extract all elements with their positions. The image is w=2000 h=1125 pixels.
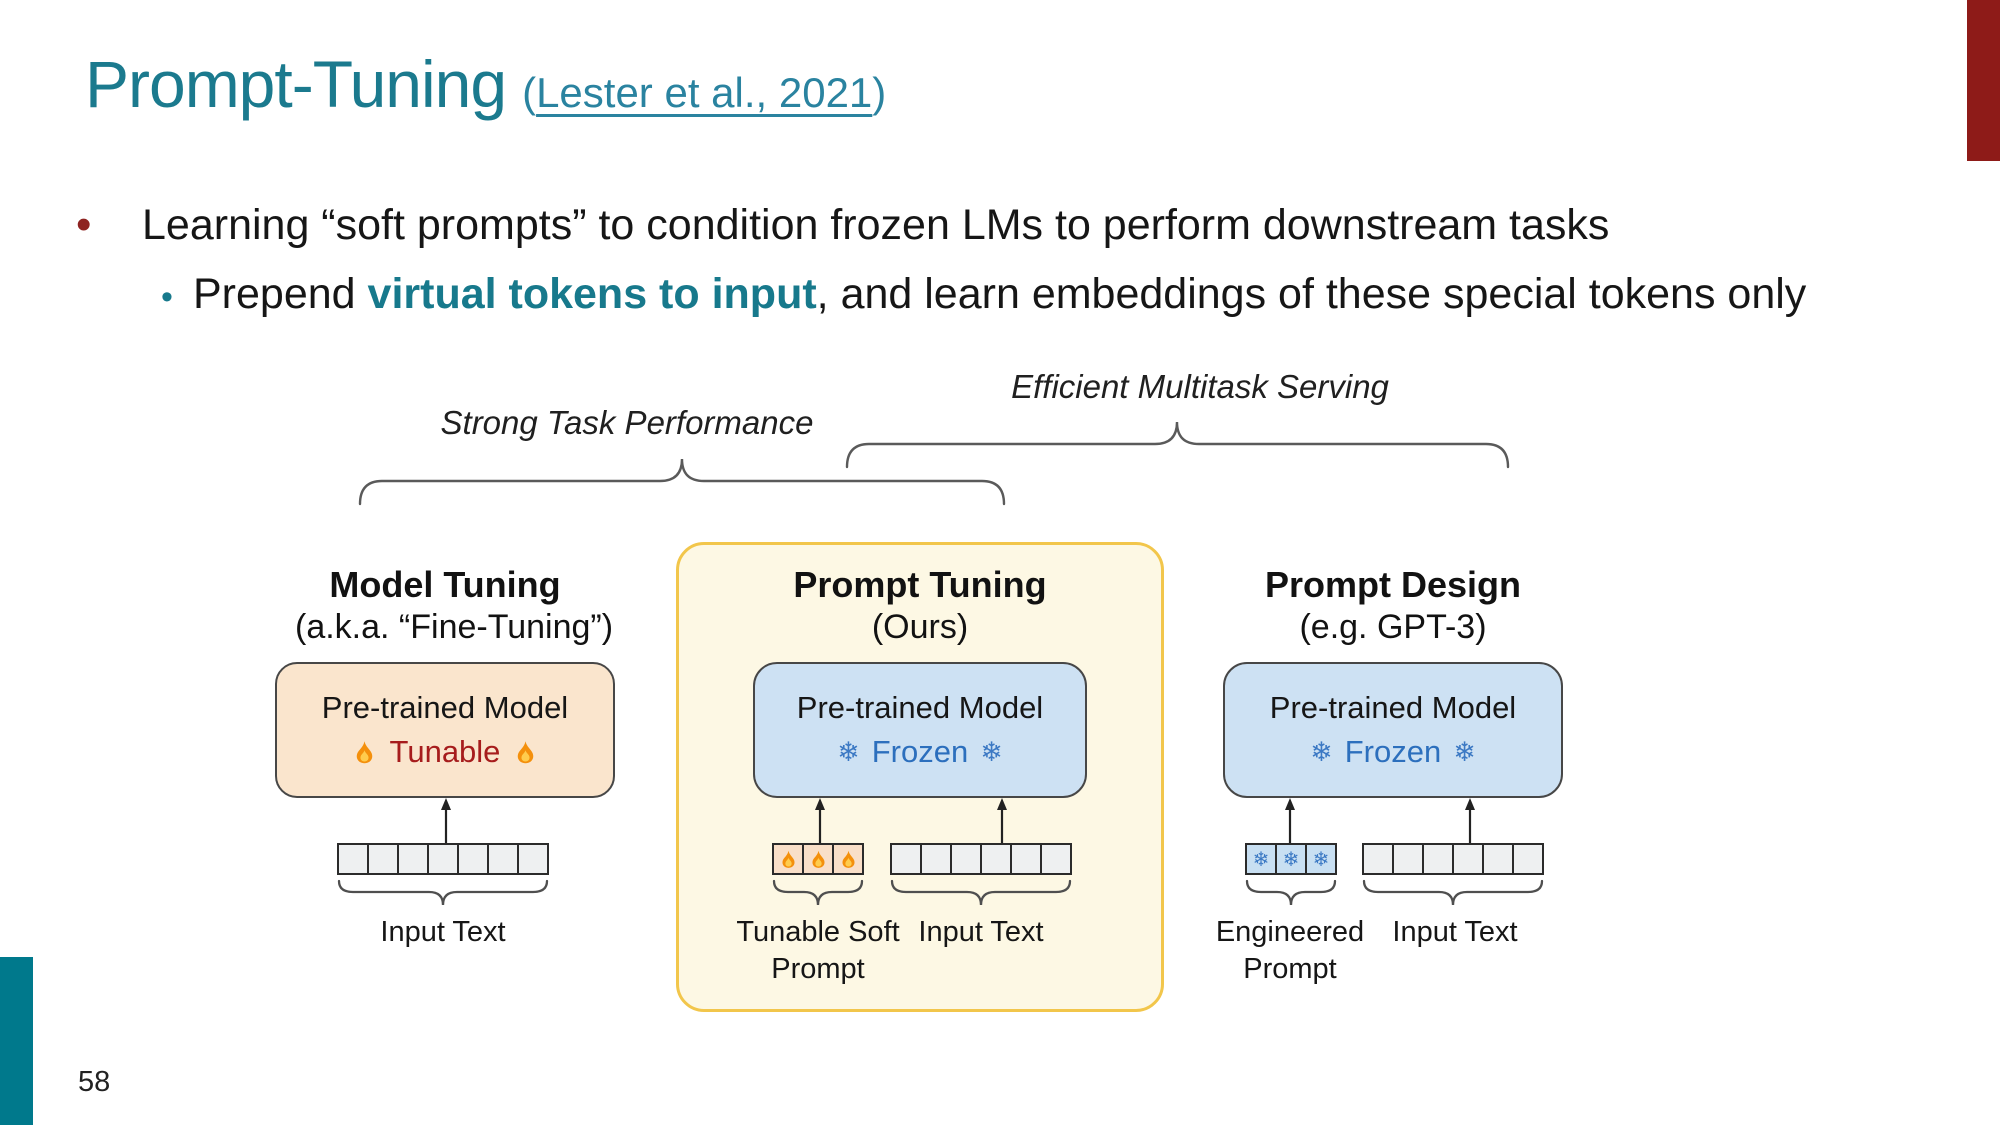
token-cell: [339, 845, 367, 873]
snowflake-icon: ❄: [1312, 847, 1330, 871]
token-cell: [429, 845, 457, 873]
citation-open-paren: (: [522, 69, 537, 116]
snow-token-cell: ❄: [1307, 845, 1335, 873]
model-box-frozen-right: Pre-trained Model ❄ Frozen ❄: [1223, 662, 1563, 798]
overbrace-right: [845, 421, 1510, 469]
input-token-row: [337, 843, 549, 875]
model-box-frozen-center: Pre-trained Model ❄ Frozen ❄: [753, 662, 1087, 798]
token-cell: [489, 845, 517, 873]
accent-bar-bottom-left: [0, 957, 33, 1125]
underbrace: [772, 879, 864, 906]
page-number: 58: [78, 1066, 111, 1098]
token-cell: [1042, 845, 1070, 873]
token-cell: [1012, 845, 1040, 873]
accent-bar-top-right: [1967, 0, 2000, 161]
bullet-level2-highlight: virtual tokens to input: [367, 270, 817, 318]
overbrace-left: [358, 458, 1006, 506]
input-text-label: Input Text: [380, 916, 506, 948]
token-cell: [519, 845, 547, 873]
model-box-tunable: Pre-trained Model Tunable: [275, 662, 615, 798]
snowflake-icon: ❄: [1252, 847, 1270, 871]
frozen-label: Frozen: [1344, 734, 1442, 769]
arrow-up-icon: [812, 797, 828, 844]
fire-token-cell: [774, 845, 802, 873]
token-cell: [952, 845, 980, 873]
snow-token-cell: ❄: [1247, 845, 1275, 873]
fire-icon: [778, 849, 799, 870]
page-title: Prompt-Tuning: [85, 47, 507, 121]
sub-bullet-marker-icon: •: [161, 278, 173, 316]
token-cell: [1364, 845, 1392, 873]
column2-title: Prompt Tuning: [793, 564, 1047, 605]
annotation-efficient-multitask-serving: Efficient Multitask Serving: [1011, 368, 1389, 405]
snowflake-icon: ❄: [1282, 847, 1300, 871]
citation-close-paren: ): [872, 69, 887, 116]
input-text-label: Input Text: [918, 916, 1044, 948]
snowflake-icon: ❄: [1453, 736, 1476, 768]
column1-subtitle: (a.k.a. “Fine-Tuning”): [295, 608, 614, 646]
token-cell: [1394, 845, 1422, 873]
frozen-label: Frozen: [871, 734, 969, 769]
pretrained-model-label: Pre-trained Model: [321, 690, 569, 725]
token-cell: [399, 845, 427, 873]
slide-header: Prompt-Tuning (Lester et al., 2021): [85, 46, 886, 122]
pretrained-model-label: Pre-trained Model: [1269, 690, 1517, 725]
token-cell: [892, 845, 920, 873]
bullet-marker-icon: •: [76, 200, 92, 249]
bullet-level2: Prepend virtual tokens to input, and lea…: [193, 270, 1806, 319]
snow-token-cell: ❄: [1277, 845, 1305, 873]
underbrace: [1362, 879, 1544, 906]
frozen-row: ❄ Frozen ❄: [1310, 734, 1476, 770]
column1-title: Model Tuning: [329, 564, 561, 605]
column2-subtitle: (Ours): [871, 608, 969, 646]
engineered-prompt-token-row: ❄ ❄ ❄: [1245, 843, 1337, 875]
column3-subtitle: (e.g. GPT-3): [1299, 608, 1487, 646]
fire-icon: [838, 849, 859, 870]
fire-token-cell: [834, 845, 862, 873]
input-text-label: Input Text: [1392, 916, 1518, 948]
tunable-label: Tunable: [389, 734, 501, 769]
pretrained-model-label: Pre-trained Model: [796, 690, 1044, 725]
underbrace: [1245, 879, 1337, 906]
citation: (Lester et al., 2021): [522, 69, 886, 117]
bullet-level2-before: Prepend: [193, 270, 368, 318]
frozen-row: ❄ Frozen ❄: [837, 734, 1003, 770]
token-cell: [1514, 845, 1542, 873]
fire-icon: [808, 849, 829, 870]
input-token-row: [1362, 843, 1544, 875]
token-cell: [1484, 845, 1512, 873]
arrow-up-icon: [1462, 797, 1478, 844]
engineered-prompt-label: Engineered Prompt: [1170, 914, 1410, 988]
fire-icon: [512, 739, 539, 766]
underbrace: [337, 879, 549, 906]
annotation-strong-task-performance: Strong Task Performance: [440, 404, 814, 441]
snowflake-icon: ❄: [1310, 736, 1333, 768]
token-cell: [982, 845, 1010, 873]
fire-token-cell: [804, 845, 832, 873]
token-cell: [369, 845, 397, 873]
label-line1: Tunable Soft: [736, 916, 900, 948]
bullet-level2-after: , and learn embeddings of these special …: [816, 270, 1807, 318]
tunable-soft-prompt-label: Tunable Soft Prompt: [698, 914, 938, 988]
column3-title: Prompt Design: [1264, 564, 1522, 605]
arrow-up-icon: [1282, 797, 1298, 844]
label-line2: Prompt: [1243, 953, 1337, 985]
token-cell: [1454, 845, 1482, 873]
soft-prompt-token-row: [772, 843, 864, 875]
label-line2: Prompt: [771, 953, 865, 985]
token-cell: [459, 845, 487, 873]
token-cell: [922, 845, 950, 873]
snowflake-icon: ❄: [837, 736, 860, 768]
snowflake-icon: ❄: [980, 736, 1003, 768]
fire-icon: [351, 739, 378, 766]
arrow-up-icon: [994, 797, 1010, 844]
input-token-row: [890, 843, 1072, 875]
underbrace: [890, 879, 1072, 906]
tunable-row: Tunable: [351, 734, 540, 770]
token-cell: [1424, 845, 1452, 873]
citation-link[interactable]: Lester et al., 2021: [536, 69, 873, 116]
label-line1: Engineered: [1215, 916, 1365, 948]
bullet-level1: Learning “soft prompts” to condition fro…: [142, 201, 1610, 249]
arrow-up-icon: [438, 797, 454, 844]
